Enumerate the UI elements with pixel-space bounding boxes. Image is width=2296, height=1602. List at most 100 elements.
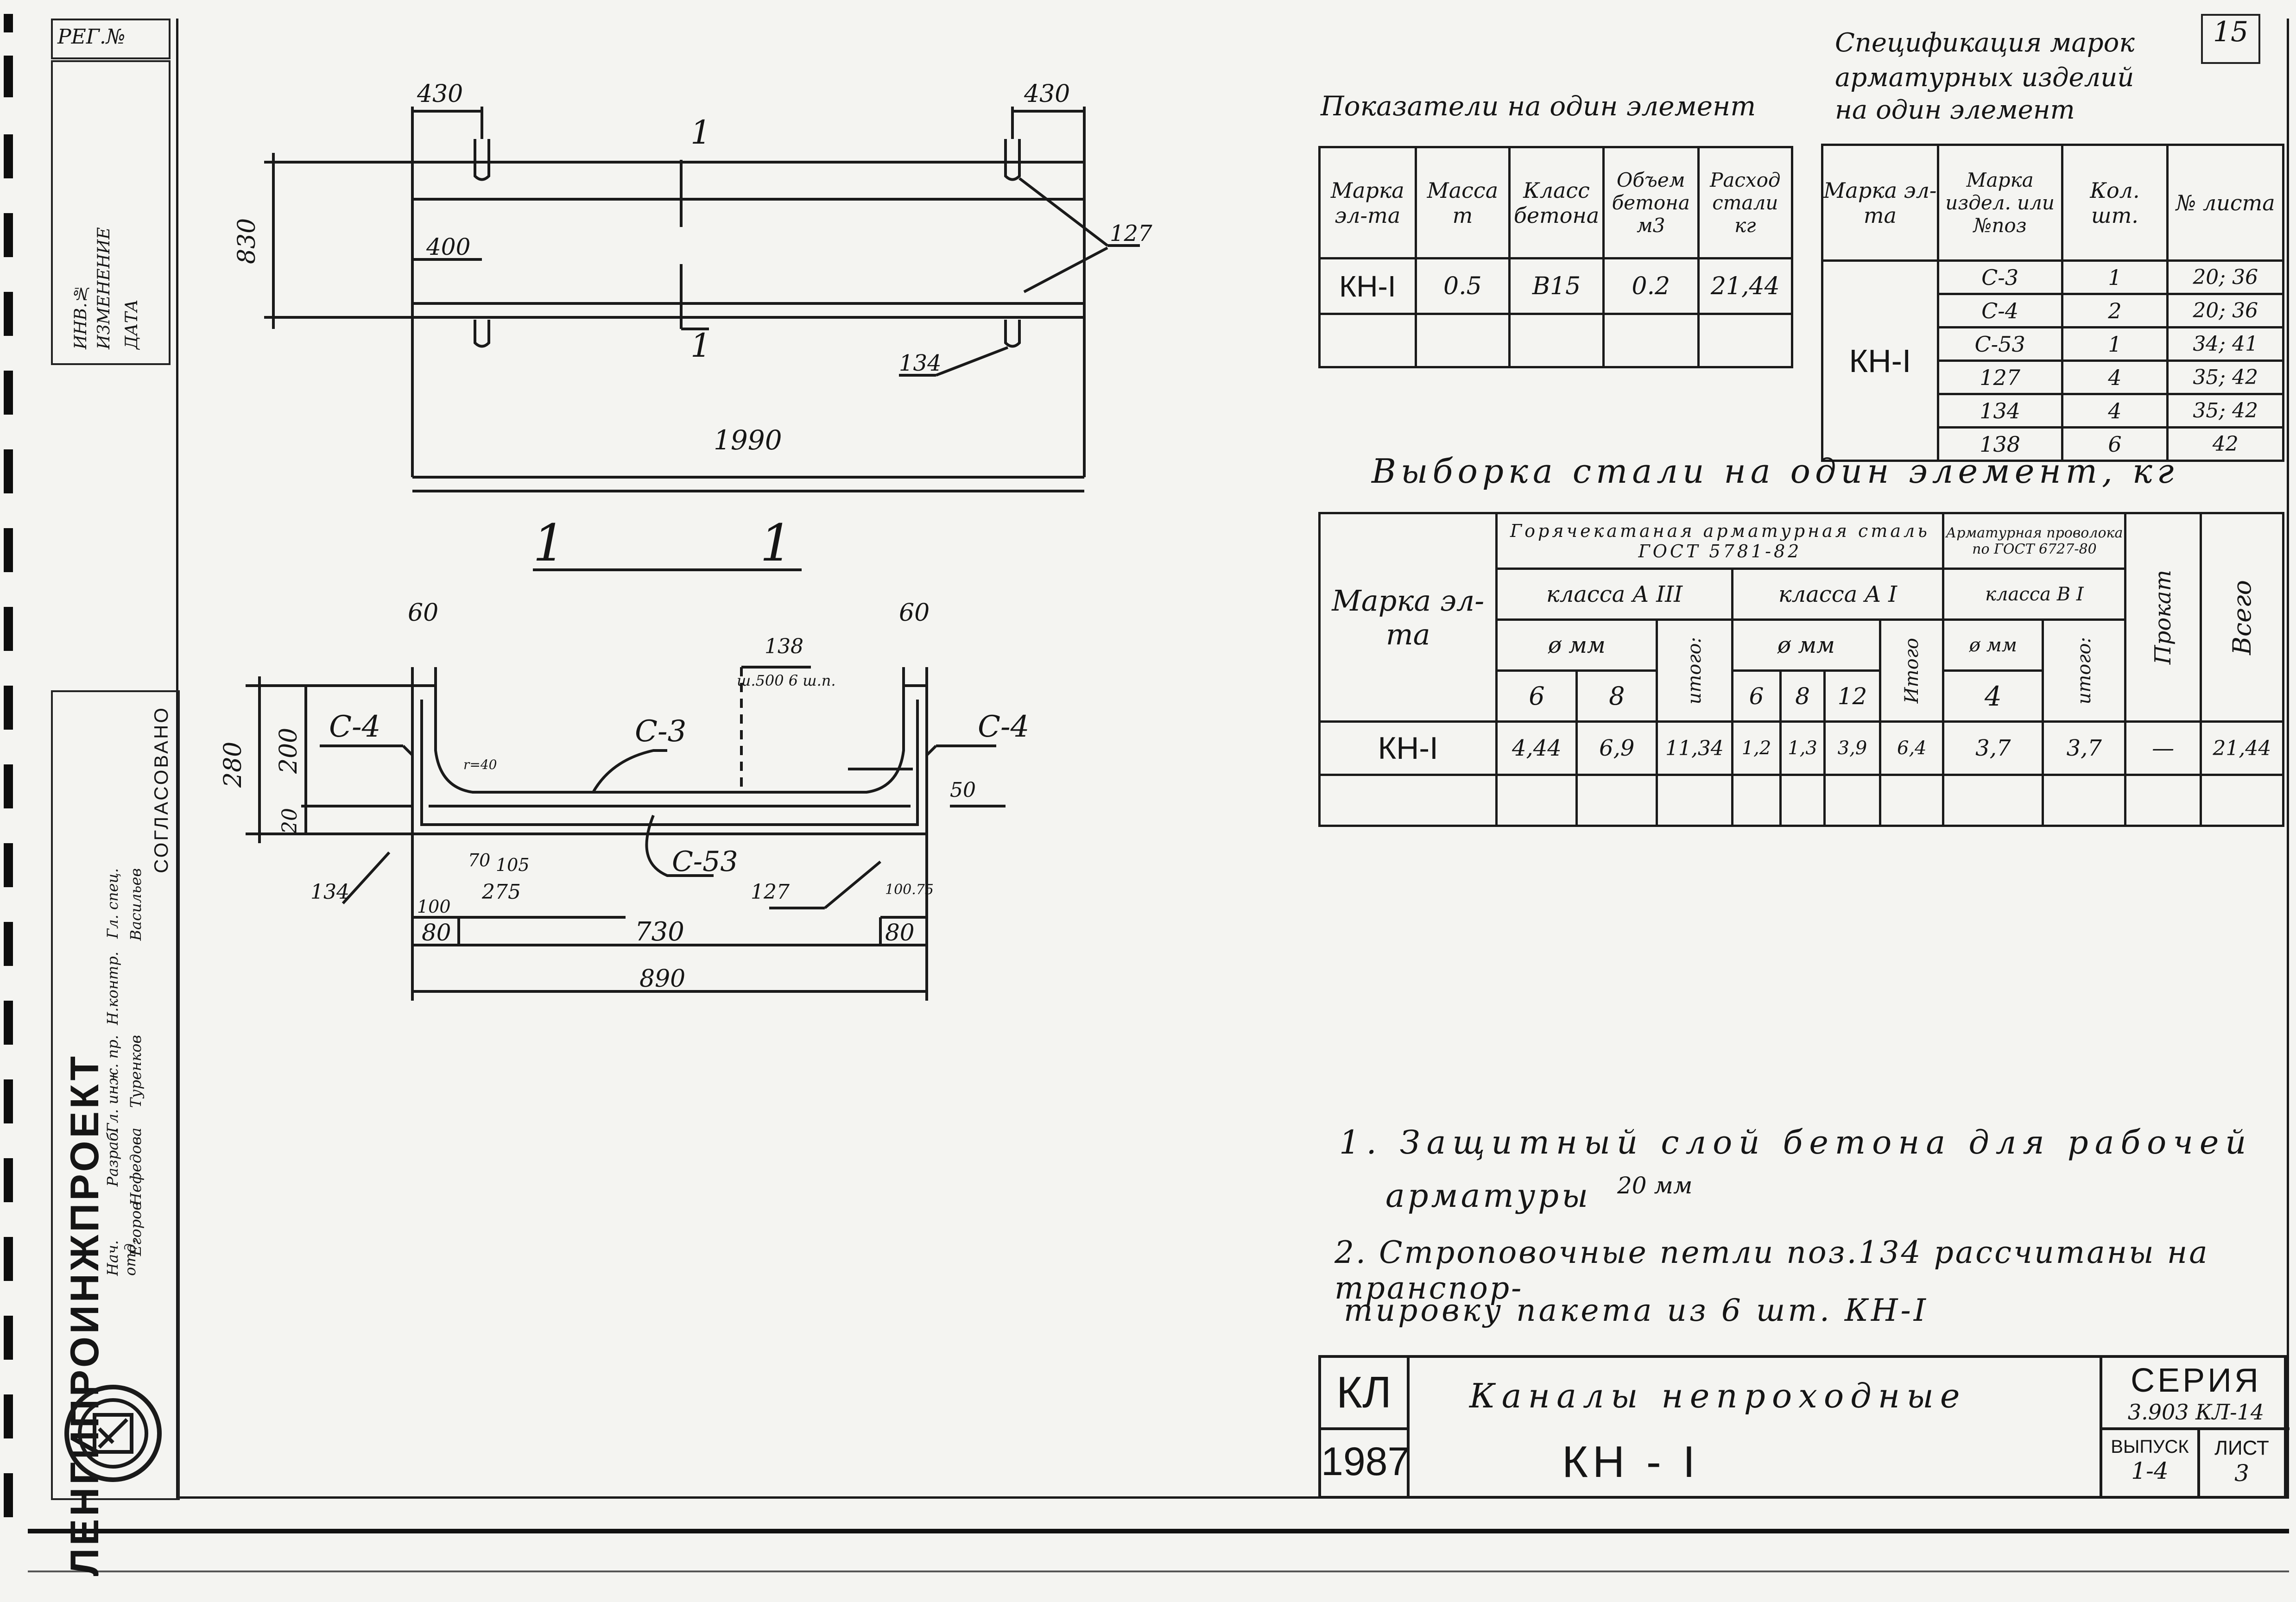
dim-right-end: 430 <box>1024 80 1070 108</box>
sheet-value: 3 <box>2234 1460 2249 1487</box>
steel-row-grand-total: 21,44 <box>2199 720 2285 776</box>
note-2-line-a: 2. Строповочные петли поз.134 рассчитаны… <box>1335 1235 2209 1306</box>
approval-row-role: Гл. инж. пр. <box>104 1035 121 1133</box>
steel-empty-cell <box>1879 774 1945 827</box>
frame-border-right <box>2287 19 2289 1499</box>
org-logo <box>62 1382 164 1484</box>
steel-diam-b1: 4 <box>1942 669 2044 723</box>
dim-left-end: 430 <box>417 80 463 108</box>
approval-row-name: Туренков <box>127 1035 145 1108</box>
spec-item: С-53 <box>1936 326 2063 362</box>
spec-item: 134 <box>1936 393 2063 429</box>
dim-height-wall: 200 <box>275 728 303 774</box>
spec-caption-1: Спецификация марок <box>1835 28 2135 58</box>
approval-row-role: Гл. спец. <box>104 868 121 939</box>
dim-base-right: 80 <box>885 919 915 946</box>
callout-134: 134 <box>899 350 942 376</box>
steel-diam-a1: 12 <box>1823 669 1882 723</box>
spec-qty: 2 <box>2061 293 2169 328</box>
steel-empty-cell <box>2199 774 2285 827</box>
stamp-reg-label: РЕГ.№ <box>57 25 126 49</box>
indicators-cell-class: В15 <box>1508 257 1605 315</box>
steel-dia-b1: ø мм <box>1942 618 2044 672</box>
spec-caption-3: на один элемент <box>1835 95 2075 125</box>
approved-label: СОГЛАСОВАНО <box>150 706 172 873</box>
steel-empty-cell <box>1731 774 1782 827</box>
indicators-cell-steel: 21,44 <box>1697 257 1794 315</box>
spec-item: С-4 <box>1936 293 2063 328</box>
steel-row-a1: 1,3 <box>1779 720 1826 776</box>
spec-header-item: Марка издел. или №поз <box>1936 144 2063 262</box>
approval-row-role: Н.контр. <box>104 952 121 1025</box>
steel-group-rolled: Горячекатаная арматурная сталь ГОСТ 5781… <box>1495 512 1945 570</box>
issue-value: 1-4 <box>2131 1457 2169 1484</box>
dim-d4: 275 <box>481 880 521 904</box>
indicators-empty-cell <box>1318 313 1417 368</box>
spec-item: С-3 <box>1936 259 2063 295</box>
sheet-label: ЛИСТ <box>2214 1437 2269 1459</box>
spec-qty: 1 <box>2061 259 2169 295</box>
steel-empty-cell <box>1656 774 1733 827</box>
label-c4-left: С-4 <box>329 710 380 744</box>
inv-label: ИНВ.№ <box>71 284 90 349</box>
steel-class-b1: класса В I <box>1942 568 2127 621</box>
spec-sheet: 35; 42 <box>2166 360 2284 395</box>
dim-wall-right: 60 <box>899 599 930 627</box>
approval-row-name: Егоров <box>127 1202 145 1256</box>
indicators-header-steel: Расход стали кг <box>1697 146 1794 259</box>
steel-b1-total-header: итого: <box>2042 618 2127 723</box>
dim-base-total: 890 <box>639 965 685 993</box>
dim-bottom-right: 50 <box>950 778 976 802</box>
dim-base-left: 80 <box>422 919 451 946</box>
note-2-line-b: тировку пакета из 6 шт. КН-I <box>1344 1293 1929 1328</box>
indicators-cell-volume: 0.2 <box>1602 257 1700 315</box>
indicators-empty-cell <box>1697 313 1794 368</box>
approval-row-name: Васильев <box>127 868 145 941</box>
approved-block: СОГЛАСОВАНО ЛЕНГИПРОИНЖПРОЕКТ Гл. спец. … <box>51 690 180 1576</box>
steel-row-mark: КН-I <box>1318 720 1498 776</box>
dim-height: 830 <box>233 218 261 264</box>
indicators-header-class: Класс бетона <box>1508 146 1605 259</box>
steel-empty-cell <box>1318 774 1498 827</box>
label-r40: r=40 <box>463 757 497 772</box>
series-box: СЕРИЯ 3.903 КЛ-14 <box>2100 1358 2290 1430</box>
steel-row-b1-total: 3,7 <box>2042 720 2127 776</box>
section-mark-bottom: 1 <box>690 327 711 365</box>
spec-header-mark: Марка эл-та <box>1821 144 1939 262</box>
steel-row-a3: 4,44 <box>1495 720 1578 776</box>
spec-table: Марка эл-та Марка издел. или №поз Кол. ш… <box>1821 144 2284 462</box>
label-127: 127 <box>751 880 790 904</box>
frame-border-bottom <box>176 1496 2287 1499</box>
change-block: ИЗМЕНЕНИЕ ДАТА ИНВ.№ <box>51 60 171 365</box>
steel-diam-a1: 6 <box>1731 669 1782 723</box>
dim-height-total: 280 <box>219 742 247 788</box>
spec-qty: 1 <box>2061 326 2169 362</box>
section-title-right: 1 <box>760 513 792 573</box>
stamp-reg: РЕГ.№ <box>51 19 171 59</box>
spec-qty: 6 <box>2061 426 2169 462</box>
indicators-header-mass: Масса т <box>1414 146 1511 259</box>
spec-qty: 4 <box>2061 393 2169 429</box>
spec-item: 138 <box>1936 426 2063 462</box>
steel-class-a3: класса А III <box>1495 568 1733 621</box>
steel-empty-cell <box>1575 774 1658 827</box>
frame-border-left <box>176 19 178 1499</box>
sheet-corner-number: 15 <box>2201 14 2260 64</box>
steel-row-b1: 3,7 <box>1942 720 2044 776</box>
title-code: КЛ <box>1321 1358 1410 1430</box>
org-name: ЛЕНГИПРОИНЖПРОЕКТ <box>63 1053 107 1577</box>
bar-note-top: 138 <box>765 635 803 658</box>
approval-row-name: Нефедова <box>127 1128 145 1206</box>
spec-caption-2: арматурных изделий <box>1835 63 2134 93</box>
steel-row-a1: 1,2 <box>1731 720 1782 776</box>
series-label: СЕРИЯ <box>2131 1362 2261 1399</box>
indicators-header-mark: Марка эл-та <box>1318 146 1417 259</box>
steel-header-grand-total: Всего <box>2199 512 2285 723</box>
steel-table: Марка эл-та Горячекатаная арматурная ста… <box>1318 512 2285 827</box>
steel-dia-a1: ø мм <box>1731 618 1882 672</box>
title-mark: КН - I <box>1562 1437 1700 1487</box>
spec-sheet: 34; 41 <box>2166 326 2284 362</box>
dim-bottom-left: 20 <box>278 808 302 834</box>
bar-note-bottom: ш.500 6 ш.п. <box>737 672 836 689</box>
spec-header-sheet: № листа <box>2166 144 2284 262</box>
